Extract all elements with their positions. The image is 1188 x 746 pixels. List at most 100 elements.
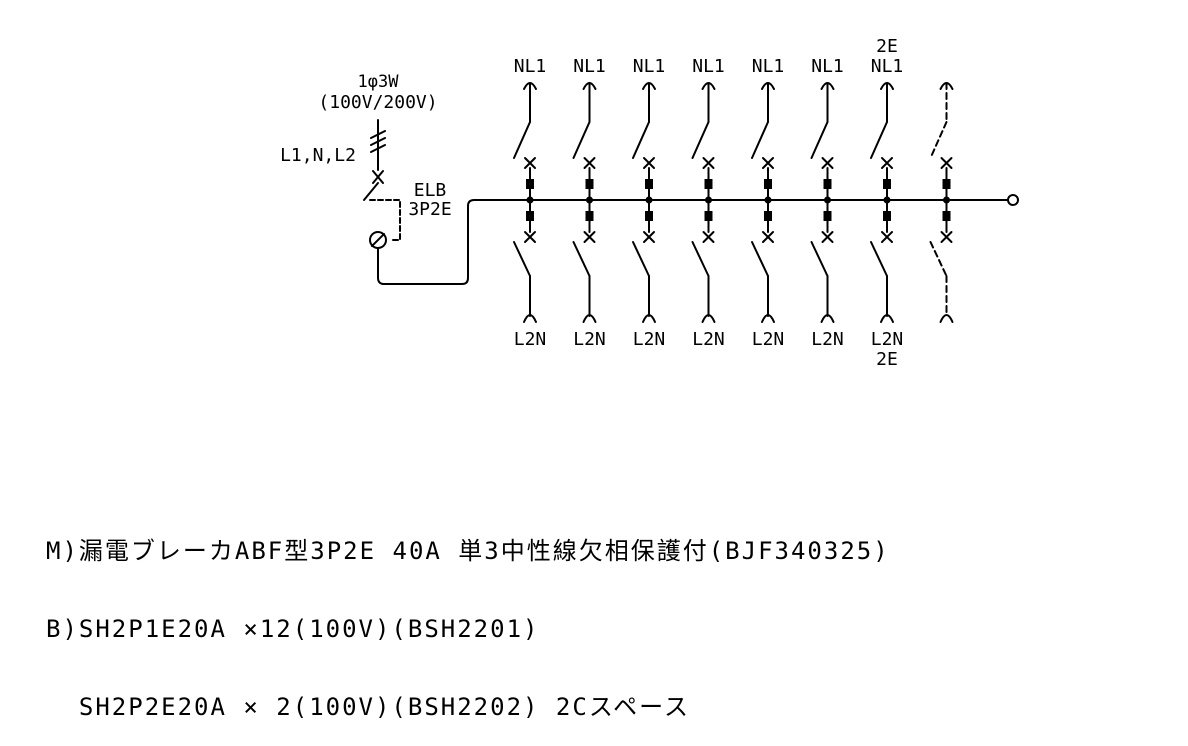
contact-x-top [583,157,596,169]
conductor-tick [370,137,386,146]
breaker-blade-top [929,121,948,159]
supply-lines-label: L1,N,L2 [280,145,356,166]
breaker-pole-mark [704,179,713,189]
terminal-bottom [939,314,954,323]
breaker-blade-top [632,121,650,159]
breaker-pole-mark [764,211,772,221]
branch-top-label: NL1 [752,56,785,77]
breaker-blade-bottom [513,241,531,277]
branch-top-label: NL1 [514,56,547,77]
contact-x-top [881,157,893,169]
contact-x-top [702,157,715,169]
breaker-pole-mark [942,179,951,189]
branch-breakers [513,82,954,323]
contact-x-top [643,157,655,169]
contact-x-top [821,157,834,169]
branch-top-label: NL1 [573,56,606,77]
contact-x-bottom [762,231,774,243]
terminal-bottom [701,314,716,323]
branch-bottom-label: L2N [633,329,666,350]
breaker-blade-top [751,121,769,159]
breaker-blade-bottom [632,241,650,277]
branch-bottom-label: L2N [811,329,844,350]
breaker-blade-top [572,121,591,159]
terminal-bottom [642,314,656,323]
terminal-bottom [761,314,775,323]
elb-poles-label: 3P2E [408,199,451,220]
conductor-tick [370,130,386,139]
contact-x-top [524,157,536,169]
branch-bottom-extra-label: 2E [876,349,898,370]
breaker-pole-mark [526,179,534,189]
contact-x-bottom [583,231,596,243]
branch-top-label: NL1 [633,56,666,77]
elb-leakage-box [369,199,401,241]
breaker-pole-mark [645,211,653,221]
branch-top-extra-label: 2E [876,36,898,57]
busbar [377,199,1009,285]
breaker-pole-mark [585,179,594,189]
breaker-blade-bottom [572,241,591,277]
breaker-pole-mark [942,211,951,221]
bus-junction [586,196,593,204]
bus-junction [824,196,831,204]
elb-type-label: ELB [414,180,447,201]
contact-x-bottom [821,231,834,243]
contact-x-top [762,157,774,169]
single-line-diagram: 1φ3W (100V/200V) L1,N,L2 ELB 3P2E NL1L2N… [280,36,1019,370]
breaker-blade-top [870,121,888,159]
terminal-bottom [880,314,894,323]
note-branch-breakers-1e: B)SH2P1E20A ×12(100V)(BSH2201) [46,615,540,643]
bus-junction [943,196,950,204]
breaker-blade-top [810,121,829,159]
bus-junction [705,196,712,204]
note-branch-breakers-2e: SH2P2E20A × 2(100V)(BSH2202) 2Cスペース [46,693,690,721]
contact-x-top [940,157,953,169]
breaker-blade-top [513,121,531,159]
contact-x-bottom [940,231,953,243]
breaker-blade-bottom [810,241,829,277]
note-main-breaker: M)漏電ブレーカABF型3P2E 40A 単3中性線欠相保護付(BJF34032… [46,537,890,565]
branch-bottom-label: L2N [752,329,785,350]
breaker-blade-bottom [691,241,710,277]
contact-x-bottom [702,231,715,243]
breaker-pole-mark [585,211,594,221]
conductor-tick [370,144,386,153]
breaker-blade-top [691,121,710,159]
breaker-pole-mark [883,179,891,189]
breaker-blade-bottom [929,241,948,277]
bus-junction [526,196,534,204]
branch-top-label: NL1 [692,56,725,77]
breaker-pole-mark [764,179,772,189]
elb-blade [363,182,379,201]
elb-trip-slash [371,233,385,247]
supply-voltage-label: (100V/200V) [318,92,437,113]
branch-bottom-label: L2N [692,329,725,350]
terminal-bottom [582,314,597,323]
branch-top-label: NL1 [811,56,844,77]
terminal-bottom [820,314,835,323]
terminal-bottom [523,314,537,323]
branch-top-label: NL1 [871,56,904,77]
contact-x-bottom [643,231,655,243]
branch-bottom-label: L2N [871,329,904,350]
branch-bottom-label: L2N [514,329,547,350]
contact-x-bottom [881,231,893,243]
breaker-pole-mark [823,211,832,221]
breaker-pole-mark [526,211,534,221]
branch-bottom-label: L2N [573,329,606,350]
contact-mark [372,170,384,184]
bus-junction [764,196,772,204]
breaker-pole-mark [883,211,891,221]
contact-x-bottom [524,231,536,243]
breaker-blade-bottom [870,241,888,277]
equipment-notes: M)漏電ブレーカABF型3P2E 40A 単3中性線欠相保護付(BJF34032… [46,486,890,746]
busbar-terminal [1007,194,1019,206]
bus-junction [883,196,891,204]
breaker-blade-bottom [751,241,769,277]
breaker-pole-mark [704,211,713,221]
bus-junction [645,196,653,204]
supply-phase-label: 1φ3W [358,72,400,92]
breaker-pole-mark [645,179,653,189]
breaker-pole-mark [823,179,832,189]
